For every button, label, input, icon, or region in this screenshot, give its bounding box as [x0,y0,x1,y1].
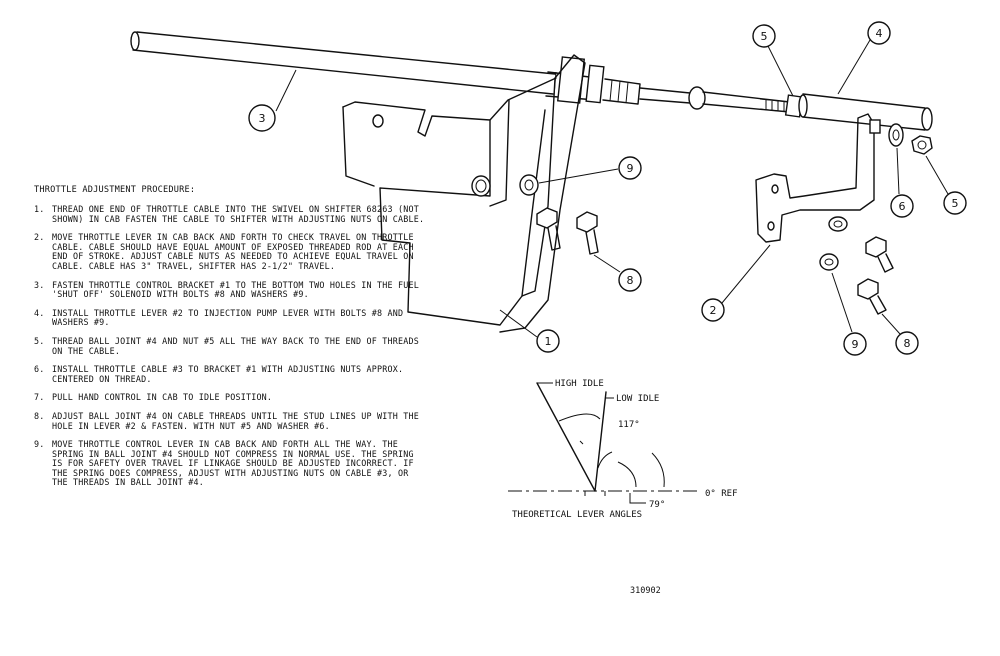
zero-ref-label: 0° REF [705,489,738,499]
callout-8 [618,268,642,292]
callouts: 3 5 4 9 6 5 8 2 1 9 [248,21,967,356]
drawing-number: 310902 [630,586,661,596]
procedure-step: 6. INSTALL THROTTLE CABLE #3 TO BRACKET #… [34,364,429,384]
callout-5 [943,191,967,215]
throttle-adjustment-procedure: THROTTLE ADJUSTMENT PROCEDURE: 1. THREAD … [34,185,429,497]
step-text: MOVE THROTTLE LEVER IN CAB BACK AND FORT… [52,232,414,271]
high-idle-label: HIGH IDLE [555,379,604,389]
callout-9-label: 9 [627,162,634,175]
low-idle-label: LOW IDLE [616,394,659,404]
step-text: INSTALL THROTTLE CABLE #3 TO BRACKET #1 … [52,364,404,384]
callout-4 [867,21,891,45]
callout-1 [536,329,560,353]
step-number: 8. [34,410,45,421]
procedure-step: 9. MOVE THROTTLE CONTROL LEVER IN CAB BAC… [34,439,429,488]
step-number: 6. [34,364,45,375]
lever-angles-diagram: HIGH IDLE LOW IDLE 117° 79° 0° REF THEOR… [508,379,738,520]
callout-6 [890,194,914,218]
procedure-title: THROTTLE ADJUSTMENT PROCEDURE: [34,185,196,195]
step-number: 5. [34,335,45,346]
callout-2 [701,298,725,322]
procedure-step: 2. MOVE THROTTLE LEVER IN CAB BACK AND FO… [34,232,429,271]
throttle-lever [755,113,881,243]
step-number: 2. [34,232,45,243]
callout-8-label: 8 [627,274,634,287]
procedure-step: 4. INSTALL THROTTLE LEVER #2 TO INJECTION… [34,307,429,328]
callout-5-label: 5 [952,197,959,210]
callout-9 [618,156,642,180]
bolt [576,211,599,255]
procedure-step: 1. THREAD ONE END OF THROTTLE CABLE INTO … [34,204,429,224]
callout-6-label: 6 [899,200,906,213]
callout-5-label: 5 [761,30,768,43]
step-text: INSTALL THROTTLE LEVER #2 TO INJECTION P… [52,307,404,328]
procedure-step: 3. FASTEN THROTTLE CONTROL BRACKET #1 TO … [34,279,429,300]
hardware [519,123,933,315]
bolt [536,207,561,251]
throttle-cable [130,31,791,113]
washer [888,123,904,147]
washer [519,174,539,196]
step-text: ADJUST BALL JOINT #4 ON CABLE THREADS UN… [52,410,419,431]
step-text: MOVE THROTTLE CONTROL LEVER IN CAB BACK … [52,439,414,488]
callout-9-label: 9 [852,338,859,351]
procedure-steps: 1. THREAD ONE END OF THROTTLE CABLE INTO … [34,204,429,488]
callout-8 [895,331,919,355]
step-number: 1. [34,204,45,214]
callout-5 [752,24,776,48]
step-text: THREAD BALL JOINT #4 AND NUT #5 ALL THE … [52,335,419,356]
nut-and-ball-joint [784,93,933,131]
procedure-step: 5. THREAD BALL JOINT #4 AND NUT #5 ALL TH… [34,335,429,356]
callout-4-label: 4 [876,27,883,40]
step-text: THREAD ONE END OF THROTTLE CABLE INTO TH… [52,204,425,224]
procedure-step: 8. ADJUST BALL JOINT #4 ON CABLE THREADS … [34,410,429,431]
step-number: 7. [34,392,45,403]
callout-3-label: 3 [259,112,266,125]
step-number: 9. [34,439,45,450]
bolt [857,278,887,315]
callout-9 [843,332,867,356]
callout-3 [248,104,276,132]
callout-1-label: 1 [545,335,552,348]
callout-2-label: 2 [710,304,717,317]
callout-8-label: 8 [904,337,911,350]
bolt [865,236,894,273]
washer [828,216,848,232]
nut [911,135,933,155]
step-number: 3. [34,279,45,290]
step-number: 4. [34,307,45,318]
angle-117-label: 117° [618,420,640,430]
step-text: FASTEN THROTTLE CONTROL BRACKET #1 TO TH… [52,279,419,300]
washer [819,253,839,271]
step-text: PULL HAND CONTROL IN CAB TO IDLE POSITIO… [52,392,273,403]
lever-angles-caption: THEORETICAL LEVER ANGLES [512,510,642,520]
angle-79-label: 79° [649,500,665,510]
procedure-step: 7. PULL HAND CONTROL IN CAB TO IDLE POSIT… [34,393,429,403]
throttle-control-bracket [342,54,586,333]
